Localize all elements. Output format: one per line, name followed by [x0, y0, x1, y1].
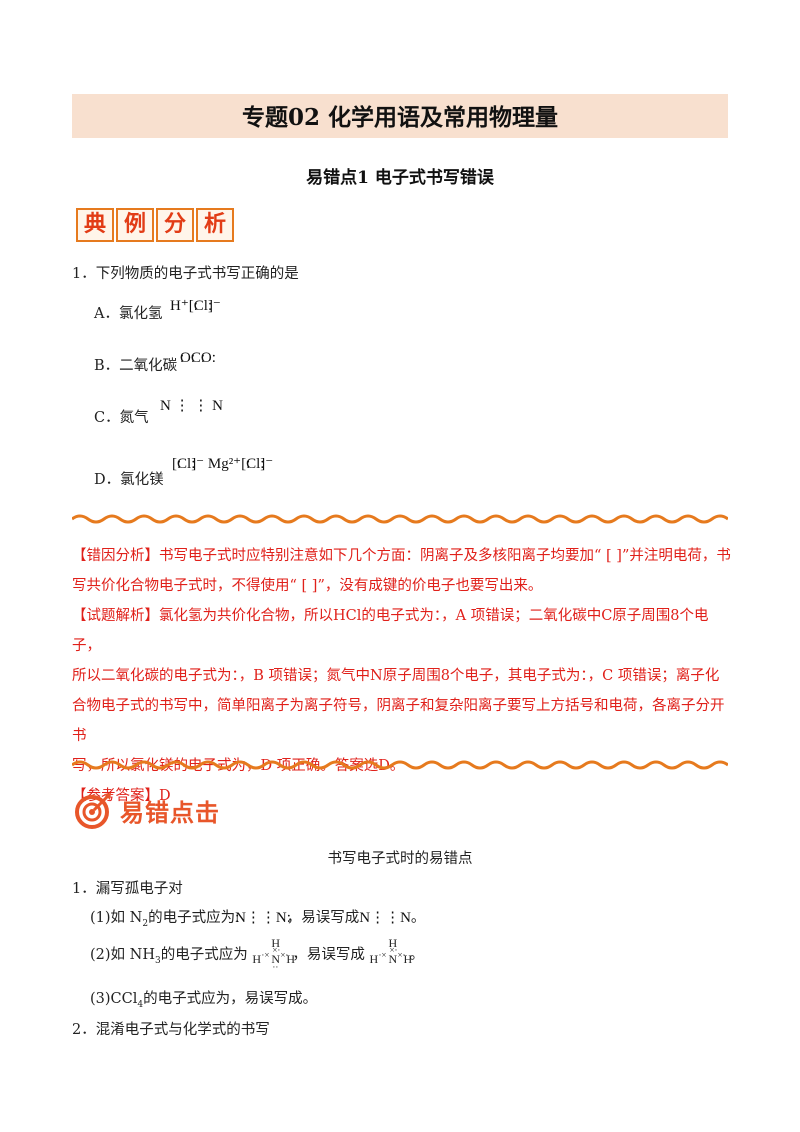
option-c-label: C．氮气 [94, 410, 149, 426]
sub1-text: 的电子式应为 [148, 910, 236, 926]
keypoint-label: 易错点击 [120, 798, 220, 827]
answer-line: 【参考答案】D [72, 781, 732, 811]
solution-text-line: 所以二氧化碳的电子式为：，B 项错误；氮气中N原子周围8个电子，其电子式为：，C… [72, 668, 720, 684]
answer-value: D [159, 788, 171, 804]
nh3-correct-formula: H ×· H·× N ×·H ·· [252, 936, 295, 972]
wave-divider [72, 514, 728, 524]
analysis-block: 【错因分析】书写电子式时应特别注意如下几个方面：阴离子及多核阳离子均要加“ [ … [72, 541, 732, 811]
wave-divider [72, 760, 728, 770]
sub2-text: 的电子式应为 [160, 947, 248, 963]
error-label: 【错因分析】 [72, 548, 159, 564]
option-d-formula: [׃Cl׃]⁻ Mg²⁺[׃Cl׃]⁻ [172, 456, 274, 472]
solution-text: 氯化氢为共价化合物，所以HCl的电子式为：，A 项错误；二氧化碳中C原子周围8个… [72, 608, 709, 654]
solution-text-line: 写，所以氯化镁的电子式为，D 项正确。答案选D。 [72, 758, 405, 774]
error-analysis-line: 【错因分析】书写电子式时应特别注意如下几个方面：阴离子及多核阳离子均要加“ [ … [72, 541, 732, 571]
answer-label: 【参考答案】 [72, 788, 159, 804]
badge-char: 析 [196, 208, 234, 242]
sub3-text: 的电子式应为，易误写成。 [143, 991, 318, 1007]
error-text-line: 写共价化合物电子式时，不得使用“ [ ]”，没有成键的价电子也要写出来。 [72, 578, 543, 594]
option-d-label: D．氯化镁 [94, 472, 164, 488]
keypoint-header: 易错点击 [74, 790, 220, 830]
sub2-text: 。 [409, 947, 424, 963]
question-stem: 1．下列物质的电子式书写正确的是 [72, 266, 299, 282]
option-a-label: A．氯化氢 [94, 306, 163, 322]
item-1: 1．漏写孤电子对 [72, 881, 183, 897]
page-title: 专题02 化学用语及常用物理量 [241, 104, 558, 131]
nh3-wrong-formula: H ×· H·× N ×·H [369, 936, 413, 966]
sub1-text: (1)如 N [90, 910, 143, 926]
section-subtitle: 易错点1 电子式书写错误 [306, 168, 494, 188]
option-a-formula: H⁺[׃Cl׃]⁻ [170, 298, 221, 314]
sub3-text: (3)CCl [90, 991, 138, 1007]
badge-char: 分 [156, 208, 194, 242]
sub-item-1: (1)如 N2的电子式应为׃N⋮⋮N׃，易误写成N⋮⋮N。 [90, 910, 426, 929]
n2-correct-formula: ׃N⋮⋮N׃ [235, 910, 287, 926]
option-c-formula: N ⋮ ⋮ N [160, 398, 223, 414]
sub1-text: 。 [410, 910, 426, 926]
option-b-label: B．二氧化碳 [94, 358, 178, 374]
keypoint-heading: 书写电子式时的易错点 [327, 851, 473, 867]
sub2-text: ，易误写成 [292, 947, 365, 963]
error-text: 书写电子式时应特别注意如下几个方面：阴离子及多核阳离子均要加“ [ ]”并注明电… [159, 548, 731, 564]
badge-char: 例 [116, 208, 154, 242]
n2-wrong-formula: N⋮⋮N [359, 910, 411, 926]
item-2: 2．混淆电子式与化学式的书写 [72, 1022, 270, 1038]
sub-item-2: (2)如 NH3的电子式应为 H ×· H·× N ×·H ·· ，易误写成 H… [90, 936, 424, 972]
solution-text-line: 合物电子式的书写中，简单阳离子为离子符号，阴离子和复杂阳离子要写上方括号和电荷，… [72, 698, 725, 744]
badge-char: 典 [76, 208, 114, 242]
option-b-formula: ׃O׃C׃O׃ [180, 350, 212, 366]
title-band [72, 94, 728, 138]
target-icon [75, 793, 111, 829]
solution-label: 【试题解析】 [72, 608, 159, 624]
sub2-text: (2)如 NH [90, 947, 155, 963]
example-analysis-badge: 典 例 分 析 [76, 208, 234, 242]
sub1-text: ，易误写成 [286, 910, 360, 926]
solution-line: 【试题解析】氯化氢为共价化合物，所以HCl的电子式为：，A 项错误；二氧化碳中C… [72, 601, 732, 661]
sub-item-3: (3)CCl4的电子式应为，易误写成。 [90, 991, 318, 1010]
